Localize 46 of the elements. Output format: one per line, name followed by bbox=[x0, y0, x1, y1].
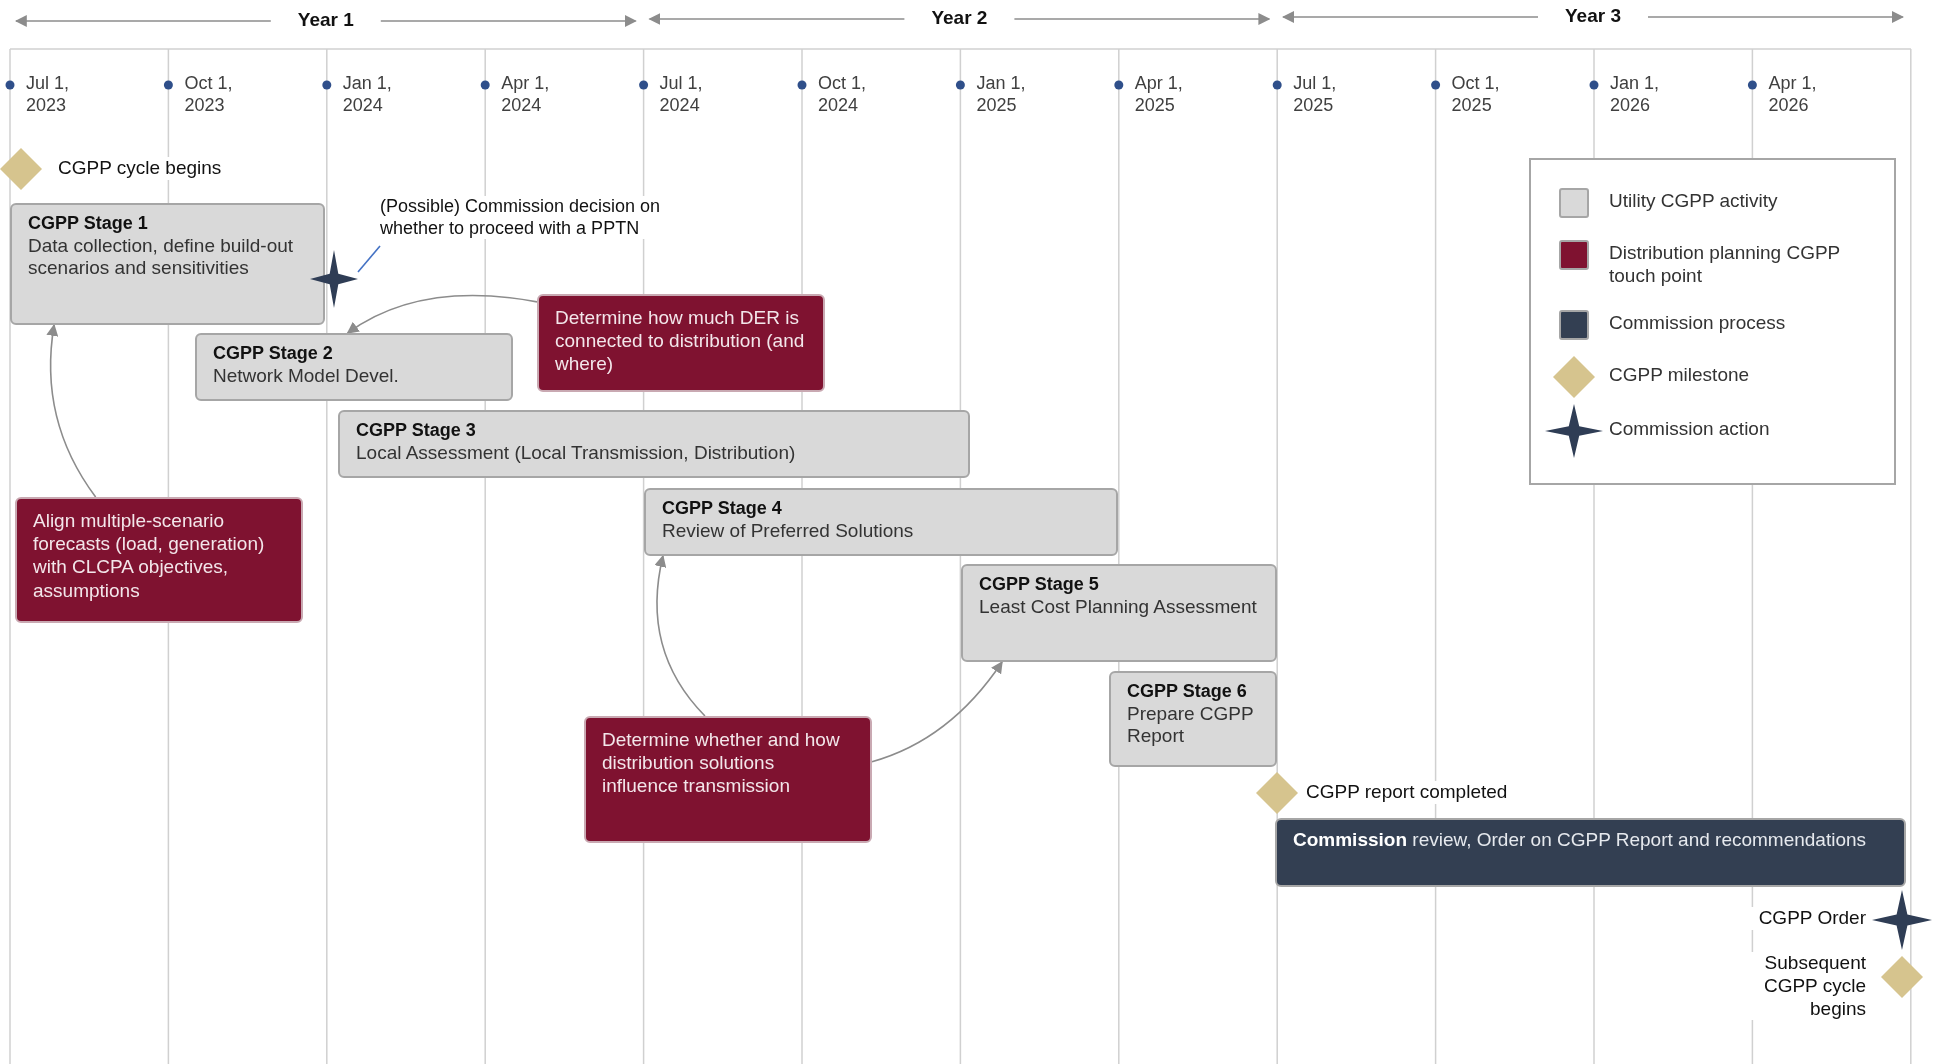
arrow bbox=[346, 294, 538, 334]
touchpoint-text: Align multiple-scenario forecasts (load, generation) with CLCPA objectives, assumptions bbox=[33, 509, 266, 602]
milestone-diamond bbox=[0, 148, 42, 190]
commission-box bbox=[1275, 818, 1906, 887]
stage-box bbox=[10, 203, 325, 325]
leader-line bbox=[357, 245, 381, 273]
milestone-diamond bbox=[1881, 956, 1923, 998]
stage-heading: CGPP Stage 6 bbox=[1127, 681, 1248, 703]
legend-text: Commission action bbox=[1609, 418, 1771, 441]
arrow bbox=[871, 661, 1003, 763]
touchpoint-box bbox=[15, 497, 303, 623]
commission-text: Commission review, Order on CGPP Report and recommendations bbox=[1293, 828, 1868, 852]
arrow bbox=[46, 323, 97, 498]
stage-box bbox=[195, 333, 513, 401]
stage-heading: CGPP Stage 3 bbox=[356, 420, 477, 442]
stage-box bbox=[644, 488, 1118, 556]
year-label: Year 1 bbox=[296, 9, 355, 31]
stage-description: Data collection, define build-out scenarios and sensitivities bbox=[28, 234, 295, 281]
stage-heading: CGPP Stage 2 bbox=[213, 343, 334, 365]
touchpoint-box bbox=[584, 716, 872, 843]
year-label: Year 2 bbox=[930, 7, 989, 29]
legend-text: Commission process bbox=[1609, 312, 1787, 335]
legend-text: CGPP milestone bbox=[1609, 364, 1751, 387]
legend-text: Utility CGPP activity bbox=[1609, 190, 1779, 213]
stage-box bbox=[961, 564, 1277, 662]
stage-description: Network Model Devel. bbox=[213, 364, 400, 388]
star-icon bbox=[1872, 890, 1932, 950]
stage-heading: CGPP Stage 1 bbox=[28, 213, 149, 235]
stage-heading: CGPP Stage 4 bbox=[662, 498, 783, 520]
milestone-diamond bbox=[1256, 772, 1298, 814]
stage-heading: CGPP Stage 5 bbox=[979, 574, 1100, 596]
star-icon bbox=[310, 250, 358, 308]
stage-description: Prepare CGPP Report bbox=[1127, 702, 1255, 749]
stage-description: Least Cost Planning Assessment bbox=[979, 595, 1258, 619]
milestone-label: CGPP cycle begins bbox=[58, 157, 222, 180]
touchpoint-box bbox=[537, 294, 825, 392]
milestone-label: CGPP report completed bbox=[1306, 781, 1508, 804]
year-label: Year 3 bbox=[1564, 5, 1622, 27]
stage-box bbox=[338, 410, 970, 478]
stage-description: Local Assessment (Local Transmission, Distribution) bbox=[356, 441, 797, 465]
stage-box bbox=[1109, 671, 1277, 767]
touchpoint-text: Determine whether and how distribution solutions influence transmission bbox=[602, 728, 841, 798]
touchpoint-text: Determine how much DER is connected to distribution (and where) bbox=[555, 306, 806, 376]
arrow bbox=[654, 554, 706, 717]
stage-description: Review of Preferred Solutions bbox=[662, 519, 915, 543]
legend-text: Distribution planning CGPP touch point bbox=[1609, 242, 1841, 288]
